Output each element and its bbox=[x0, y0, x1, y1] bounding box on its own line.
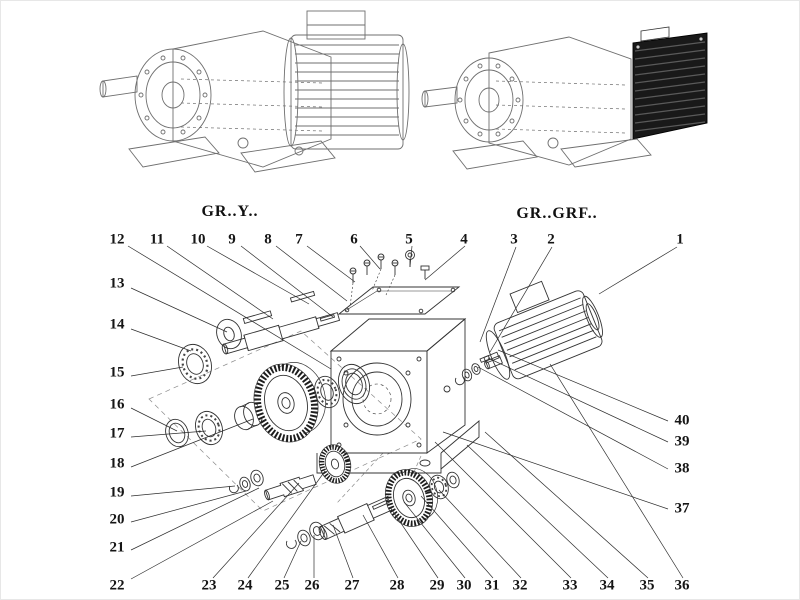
callout-19: 19 bbox=[109, 484, 125, 501]
callout-37: 37 bbox=[674, 500, 690, 517]
callout-26: 26 bbox=[304, 577, 320, 594]
callout-28: 28 bbox=[389, 577, 405, 594]
callout-35: 35 bbox=[639, 577, 655, 594]
callout-6: 6 bbox=[350, 231, 358, 248]
callout-40: 40 bbox=[674, 412, 690, 429]
gearmotor-drawing-left bbox=[99, 10, 410, 173]
output-shaft-assembly bbox=[285, 468, 460, 549]
callout-22: 22 bbox=[109, 577, 125, 594]
callout-8: 8 bbox=[264, 231, 272, 248]
callout-leader-lines bbox=[127, 245, 684, 580]
callout-3: 3 bbox=[510, 231, 518, 248]
callout-18: 18 bbox=[109, 455, 125, 472]
callout-29: 29 bbox=[429, 577, 445, 594]
callout-23: 23 bbox=[201, 577, 217, 594]
callout-34: 34 bbox=[599, 577, 615, 594]
callout-25: 25 bbox=[274, 577, 290, 594]
callout-33: 33 bbox=[562, 577, 578, 594]
callout-14: 14 bbox=[109, 316, 125, 333]
callout-5: 5 bbox=[405, 231, 413, 248]
left-bearings-and-seals bbox=[165, 318, 263, 448]
callout-24: 24 bbox=[237, 577, 253, 594]
motor-drawing bbox=[483, 280, 603, 380]
mid-bearing-and-flange bbox=[314, 363, 370, 409]
callout-32: 32 bbox=[512, 577, 528, 594]
cover-bolts bbox=[349, 250, 430, 308]
callout-30: 30 bbox=[456, 577, 472, 594]
callout-2: 2 bbox=[547, 231, 555, 248]
callout-27: 27 bbox=[344, 577, 360, 594]
model-label-gr-y: GR..Y.. bbox=[201, 203, 259, 220]
callout-9: 9 bbox=[228, 231, 236, 248]
callout-15: 15 bbox=[109, 364, 125, 381]
exploded-assembly bbox=[148, 250, 603, 549]
callout-31: 31 bbox=[484, 577, 500, 594]
input-gear bbox=[253, 362, 326, 443]
callout-13: 13 bbox=[109, 275, 125, 292]
callout-10: 10 bbox=[190, 231, 206, 248]
input-shaft bbox=[221, 290, 341, 355]
callout-12: 12 bbox=[109, 231, 125, 248]
callout-11: 11 bbox=[149, 231, 165, 248]
intermediate-pinion-parts bbox=[228, 444, 352, 501]
motor-shaft-parts bbox=[454, 355, 503, 386]
callout-38: 38 bbox=[674, 460, 690, 477]
callout-1: 1 bbox=[676, 231, 684, 248]
callout-36: 36 bbox=[674, 577, 690, 594]
model-label-gr-grf: GR..GRF.. bbox=[516, 205, 598, 222]
callout-7: 7 bbox=[295, 231, 303, 248]
callout-16: 16 bbox=[109, 396, 125, 413]
callout-20: 20 bbox=[109, 511, 125, 528]
gearmotor-drawing-right bbox=[421, 26, 708, 170]
callout-4: 4 bbox=[460, 231, 468, 248]
callout-17: 17 bbox=[109, 425, 125, 442]
callout-21: 21 bbox=[109, 539, 125, 556]
callout-39: 39 bbox=[674, 433, 690, 450]
